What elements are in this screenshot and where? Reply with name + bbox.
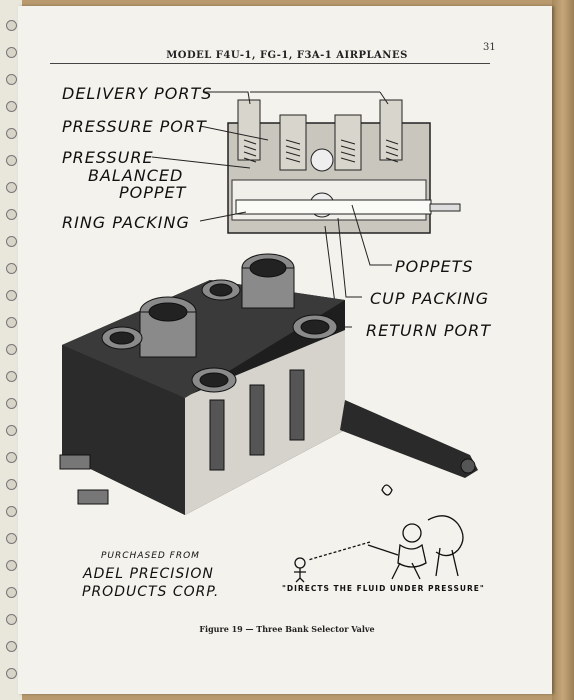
page-edge-stack	[552, 0, 574, 700]
binding-ring	[6, 533, 17, 544]
binding-ring	[6, 668, 17, 679]
binding-ring	[6, 209, 17, 220]
valve-photo	[59, 253, 478, 515]
binding-ring	[6, 371, 17, 382]
binding-ring	[6, 560, 17, 571]
binding-ring	[6, 452, 17, 463]
label-pressure-line1: PRESSURE	[62, 148, 154, 167]
binding-ring	[6, 614, 17, 625]
label-poppets: POPPETS	[395, 257, 474, 276]
cartoon-illustration	[294, 484, 464, 583]
binding-ring	[6, 641, 17, 652]
figure-caption: Figure 19 — Three Bank Selector Valve	[199, 624, 375, 634]
header-rule	[50, 63, 490, 64]
binding-ring	[6, 20, 17, 31]
binding-ring	[6, 344, 17, 355]
label-return-port: RETURN PORT	[366, 321, 492, 340]
binding-ring	[6, 74, 17, 85]
binding-ring	[6, 182, 17, 193]
label-ring-packing: RING PACKING	[62, 213, 190, 232]
page-header-title: MODEL F4U-1, FG-1, F3A-1 AIRPLANES	[166, 50, 408, 61]
binding-ring	[6, 101, 17, 112]
cross-section-diagram	[151, 91, 461, 328]
label-delivery-ports: DELIVERY PORTS	[62, 84, 213, 103]
binding-ring	[6, 587, 17, 598]
label-pressure-port: PRESSURE PORT	[62, 117, 207, 136]
binding-ring	[6, 398, 17, 409]
binding-ring	[6, 317, 17, 328]
credit-line2: ADEL PRECISION	[83, 566, 214, 582]
binding-ring	[6, 263, 17, 274]
binding-ring	[6, 506, 17, 517]
credit-line3: PRODUCTS CORP.	[82, 584, 220, 600]
binding-ring	[6, 290, 17, 301]
binding-ring	[6, 128, 17, 139]
binding-ring	[6, 47, 17, 58]
credit-line1: PURCHASED FROM	[101, 551, 200, 561]
page-number: 31	[483, 42, 496, 53]
binding-ring	[6, 236, 17, 247]
binding-ring	[6, 479, 17, 490]
binding-ring	[6, 425, 17, 436]
binding-ring	[6, 155, 17, 166]
label-pressure-line2: BALANCED	[88, 166, 184, 185]
cartoon-caption: "DIRECTS THE FLUID UNDER PRESSURE"	[282, 584, 485, 593]
label-cup-packing: CUP PACKING	[370, 289, 490, 308]
label-pressure-line3: POPPET	[119, 183, 187, 202]
